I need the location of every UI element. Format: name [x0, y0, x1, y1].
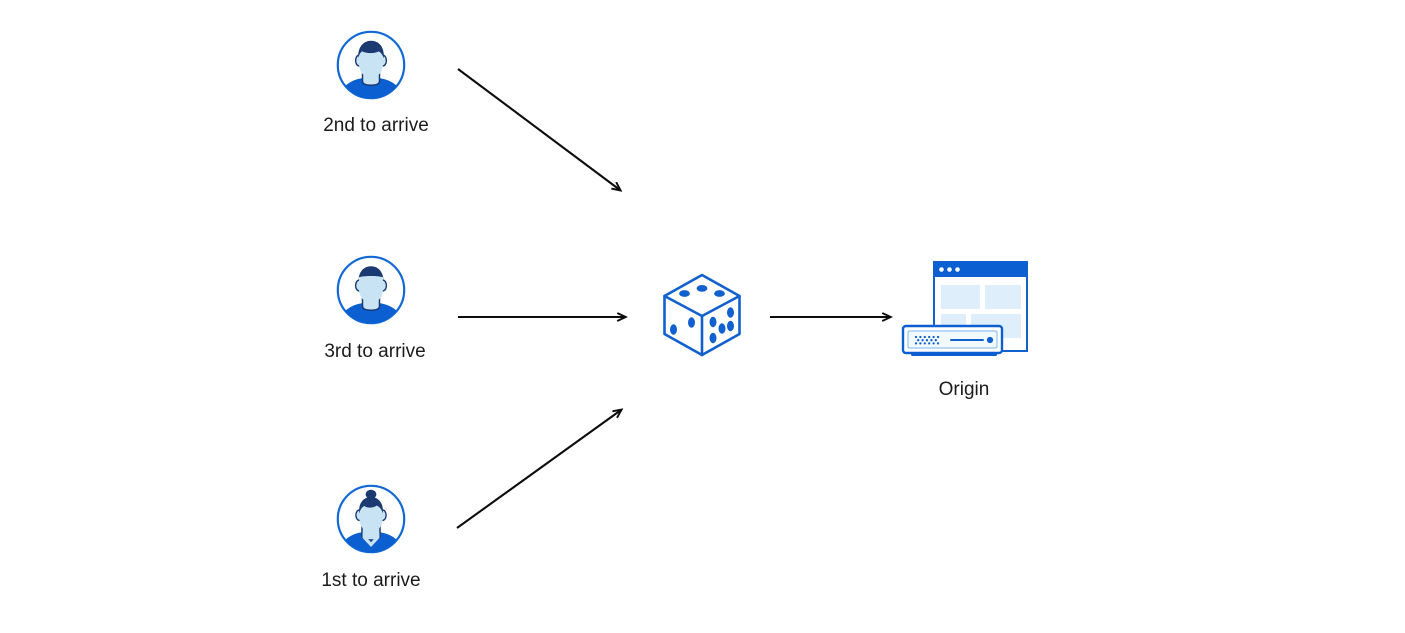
arrow-2nd-to-dice: [457, 68, 620, 190]
dice-top-face-pips: [679, 285, 725, 297]
load-balancer-node[interactable]: [660, 272, 744, 358]
arrow-1st-to-dice: [456, 410, 621, 529]
client-node-3rd[interactable]: [334, 253, 408, 332]
server-vent-dots: [914, 335, 940, 345]
user-avatar-icon: [336, 484, 406, 554]
origin-server-icon: [901, 261, 1028, 356]
origin-label: Origin: [938, 379, 990, 400]
client-label-2nd: 2nd to arrive: [323, 115, 429, 136]
user-avatar-icon: [336, 255, 406, 325]
dice-right-face-pips: [709, 307, 734, 344]
dice-left-face-pips: [670, 317, 695, 335]
user-avatar-icon: [336, 30, 406, 100]
server-status-led: [986, 336, 994, 344]
client-label-3rd: 3rd to arrive: [324, 341, 426, 362]
client-node-1st[interactable]: [334, 482, 408, 561]
dice-icon: [663, 273, 741, 357]
origin-node[interactable]: [898, 258, 1030, 358]
client-label-1st: 1st to arrive: [321, 570, 421, 591]
server-device: [901, 324, 1004, 356]
client-node-2nd[interactable]: [334, 28, 408, 107]
